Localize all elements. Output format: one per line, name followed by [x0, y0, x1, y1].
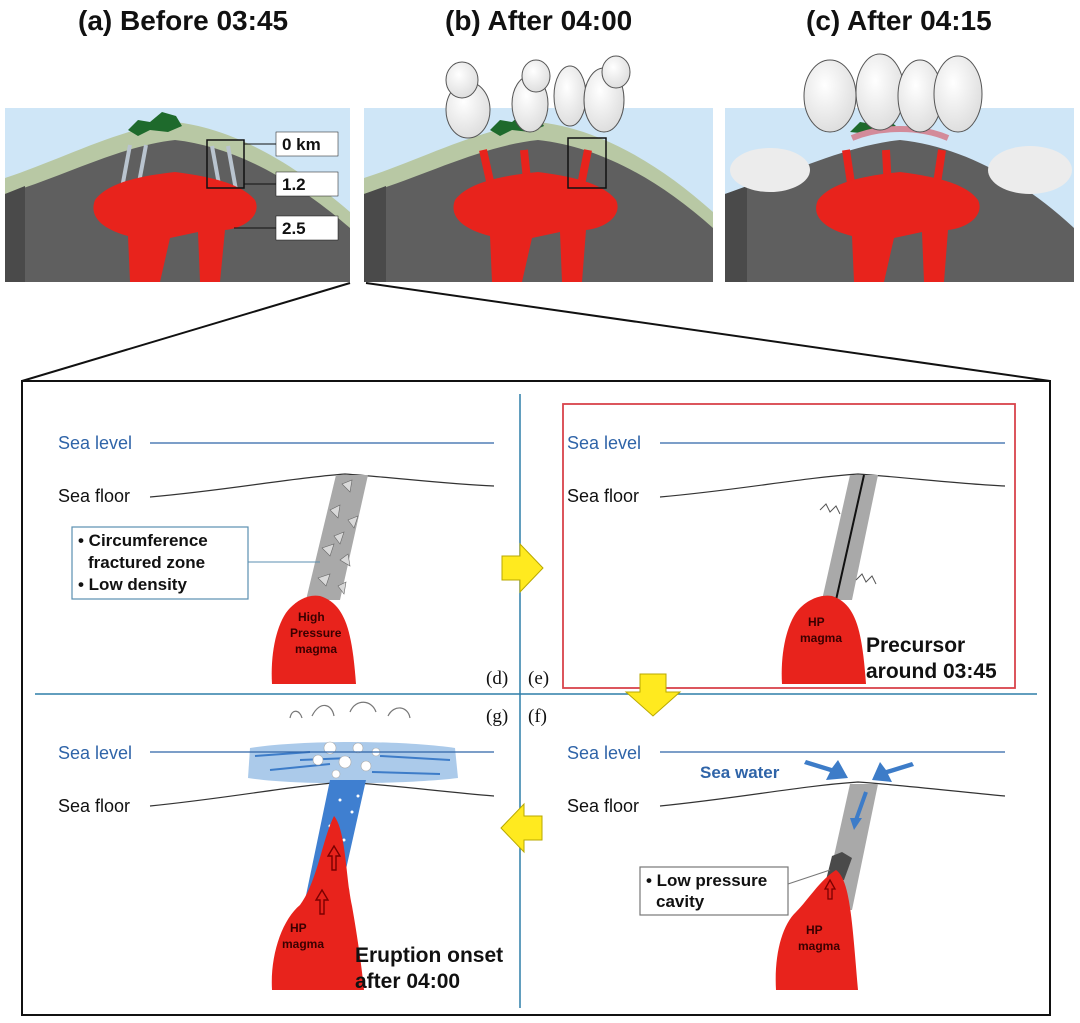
panel-c-title: (c) After 04:15: [806, 5, 992, 36]
f-cavity-line-2: cavity: [656, 892, 705, 911]
g-caption-line-2: after 04:00: [355, 970, 460, 993]
e-magma-label-2: magma: [800, 631, 842, 645]
detail-frame: [22, 381, 1050, 1015]
depth-label-1-2: 1.2: [282, 175, 306, 194]
panel-c-cross-section: [725, 108, 1074, 282]
f-cavity-line-1: • Low pressure: [646, 871, 767, 890]
e-panel-label: (e): [528, 668, 549, 689]
panel-b-plumes: [446, 56, 630, 138]
f-magma-label-1: HP: [806, 923, 823, 937]
f-panel-label: (f): [528, 706, 547, 727]
f-sea-water-label: Sea water: [700, 763, 780, 782]
f-magma-label-2: magma: [798, 939, 840, 953]
g-panel-label: (g): [486, 706, 508, 727]
d-bullet-1-line-1: • Circumference: [78, 531, 208, 550]
depth-label-0km: 0 km: [282, 135, 321, 154]
g-sea-level-label: Sea level: [58, 743, 132, 763]
e-caption-line-2: around 03:45: [866, 660, 997, 683]
panel-a-title: (a) Before 03:45: [78, 5, 288, 36]
e-sea-level-label: Sea level: [567, 433, 641, 453]
depth-label-2-5: 2.5: [282, 219, 306, 238]
d-magma-label-3: magma: [295, 642, 337, 656]
e-magma-label-1: HP: [808, 615, 825, 629]
d-magma-label-1: High: [298, 610, 325, 624]
d-sea-floor-label: Sea floor: [58, 486, 130, 506]
g-sea-floor-label: Sea floor: [58, 796, 130, 816]
panel-c-plumes: [804, 54, 982, 132]
d-bullet-1-line-2: fractured zone: [88, 553, 205, 572]
g-magma-label-1: HP: [290, 921, 307, 935]
d-panel-label: (d): [486, 668, 508, 689]
d-sea-level-label: Sea level: [58, 433, 132, 453]
f-sea-floor-label: Sea floor: [567, 796, 639, 816]
d-bullet-2: • Low density: [78, 575, 187, 594]
g-caption-line-1: Eruption onset: [355, 944, 503, 967]
f-sea-level-label: Sea level: [567, 743, 641, 763]
d-magma-label-2: Pressure: [290, 626, 342, 640]
e-sea-floor-label: Sea floor: [567, 486, 639, 506]
panel-b-cross-section: [364, 108, 713, 282]
e-caption-line-1: Precursor: [866, 634, 965, 657]
panel-b-title: (b) After 04:00: [445, 5, 632, 36]
g-magma-label-2: magma: [282, 937, 324, 951]
